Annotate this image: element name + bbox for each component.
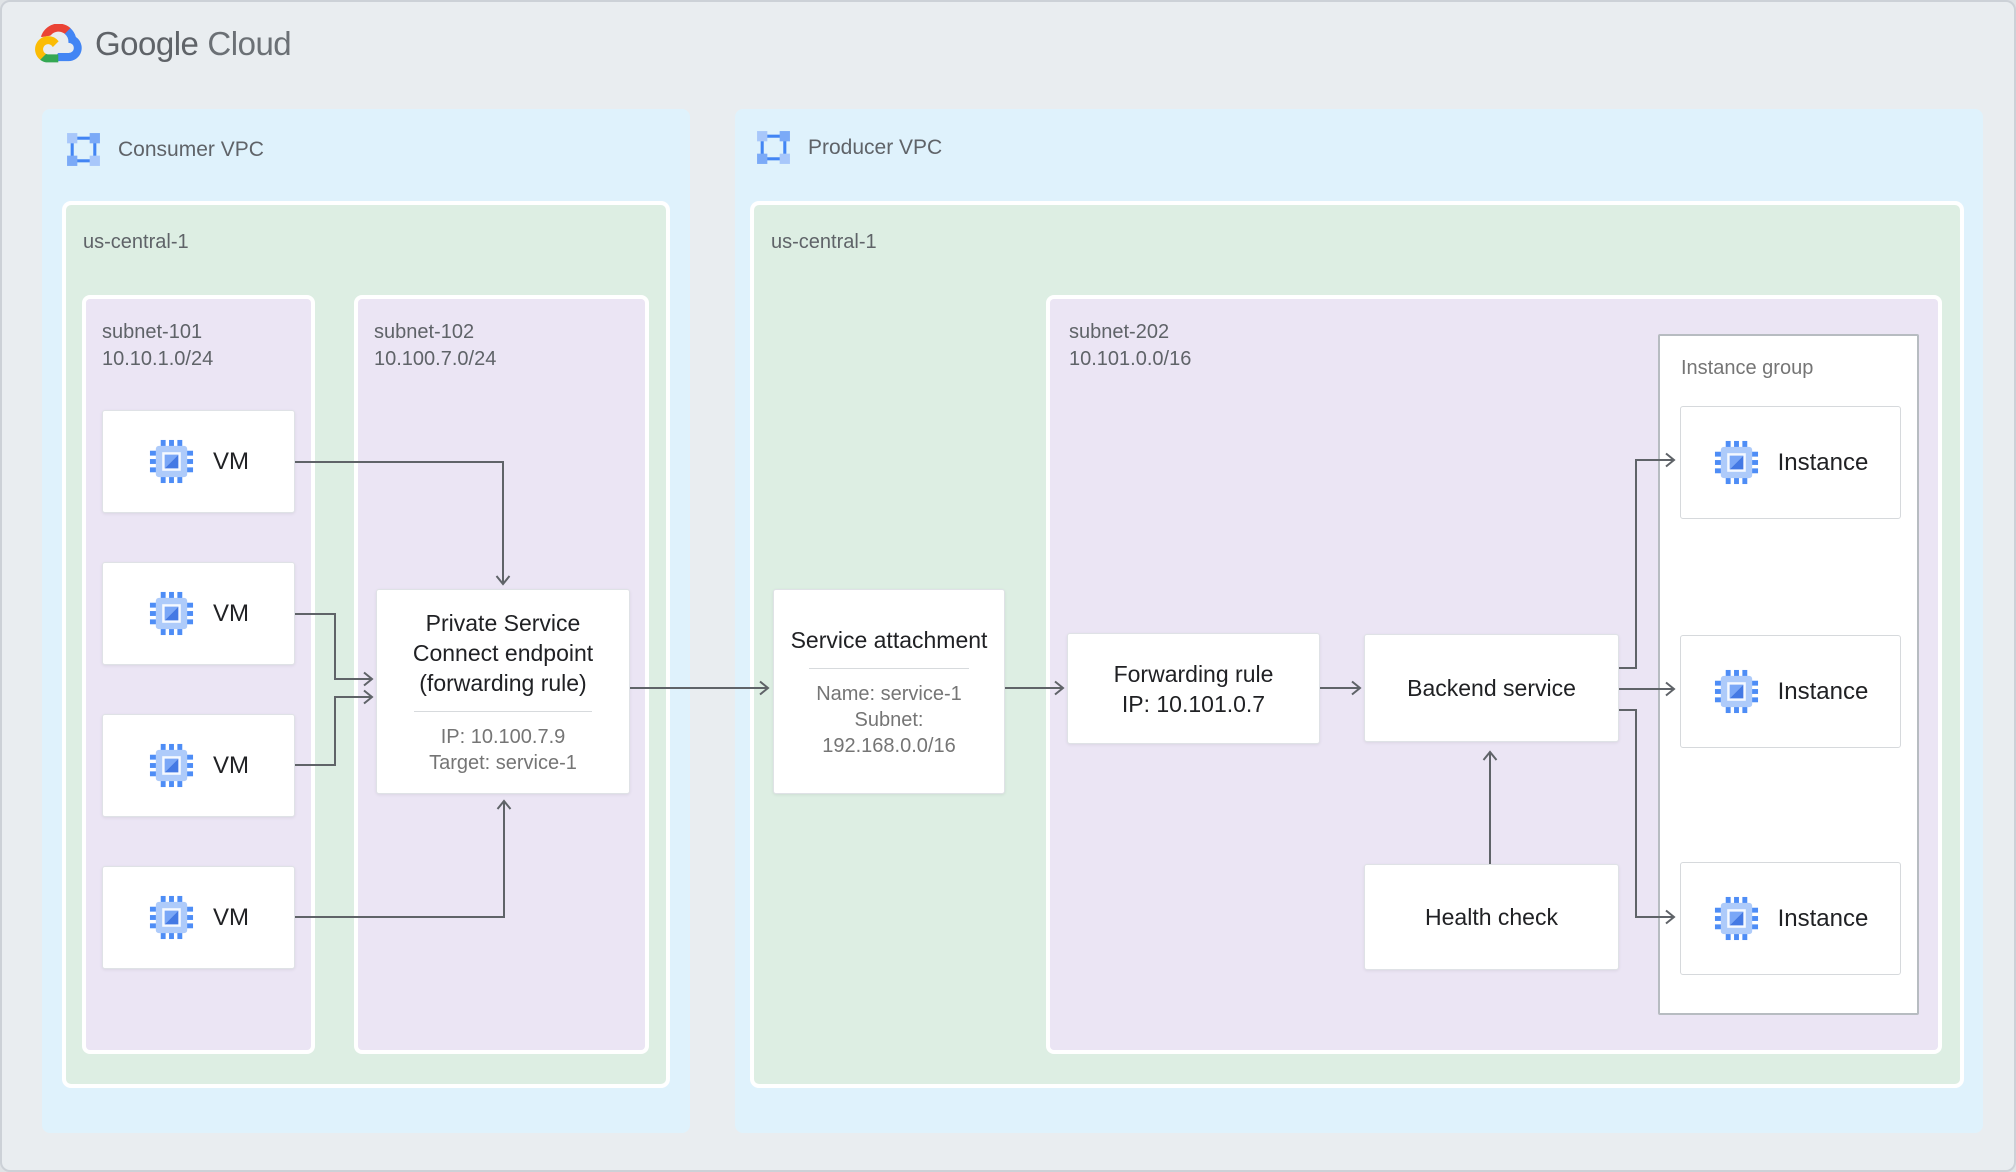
service-attachment-title: Service attachment [790, 626, 988, 653]
vm-label: VM [213, 751, 249, 779]
instance-label: Instance [1777, 448, 1869, 476]
vpc-icon [755, 129, 792, 166]
psc-endpoint-details: IP: 10.100.7.9 Target: service-1 [429, 724, 577, 776]
subnet-202-cidr: 10.101.0.0/16 [1069, 348, 1192, 370]
service-attachment-details: Name: service-1 Subnet: 192.168.0.0/16 [816, 681, 962, 759]
subnet-101-cidr: 10.10.1.0/24 [102, 348, 214, 370]
logo-word-google: Google [95, 24, 199, 62]
consumer-region-label: us-central-1 [83, 231, 189, 253]
subnet-102-name: subnet-102 [374, 321, 475, 343]
subnet-101-label: subnet-101 10.10.1.0/24 [102, 319, 213, 373]
instance-label: Instance [1777, 904, 1869, 932]
producer-region: us-central-1 Service attachment Name: se… [754, 205, 1960, 1084]
health-check-node: Health check [1364, 864, 1619, 970]
psc-endpoint-ip: IP: 10.100.7.9 [440, 725, 566, 748]
instance-node-3: Instance [1680, 862, 1901, 975]
vm-node-2: VM [102, 562, 295, 665]
forwarding-rule-ip: IP: 10.101.0.7 [1121, 690, 1266, 717]
consumer-vpc-label: Consumer VPC [118, 137, 264, 161]
consumer-vpc-header: Consumer VPC [65, 131, 264, 168]
backend-service-title: Backend service [1407, 675, 1576, 701]
vm-chip-icon [148, 742, 195, 789]
subnet-101: subnet-101 10.10.1.0/24 VM VM VM V [86, 299, 311, 1050]
subnet-102-label: subnet-102 10.100.7.0/24 [374, 319, 496, 373]
service-attachment-subnet-word: Subnet: [854, 708, 924, 731]
instance-node-2: Instance [1680, 635, 1901, 748]
service-attachment-subnet-cidr: 192.168.0.0/16 [822, 734, 956, 757]
vm-chip-icon [148, 894, 195, 941]
service-attachment-node: Service attachment Name: service-1 Subne… [773, 589, 1005, 794]
consumer-region: us-central-1 subnet-101 10.10.1.0/24 VM … [66, 205, 666, 1084]
divider [414, 710, 592, 712]
service-attachment-name: Name: service-1 [816, 682, 962, 705]
backend-service-node: Backend service [1364, 634, 1619, 742]
subnet-202-name: subnet-202 [1069, 321, 1170, 343]
psc-endpoint-title: Private Service Connect endpoint (forwar… [412, 609, 594, 696]
logo-word-cloud: Cloud [207, 24, 292, 62]
instance-group: Instance group Instance Instance Instanc… [1658, 334, 1919, 1015]
vm-label: VM [213, 447, 249, 475]
producer-vpc-label: Producer VPC [808, 135, 943, 159]
divider [808, 667, 970, 669]
vm-node-4: VM [102, 866, 295, 969]
instance-node-1: Instance [1680, 406, 1901, 519]
producer-vpc-header: Producer VPC [755, 129, 942, 166]
health-check-title: Health check [1425, 904, 1558, 930]
instance-group-label: Instance group [1681, 357, 1814, 379]
subnet-102-cidr: 10.100.7.0/24 [374, 348, 497, 370]
instance-chip-icon [1713, 895, 1760, 942]
vm-node-1: VM [102, 410, 295, 513]
google-cloud-logo-icon [35, 24, 82, 63]
vpc-icon [65, 131, 102, 168]
subnet-202: subnet-202 10.101.0.0/16 Forwarding rule… [1050, 299, 1938, 1050]
instance-chip-icon [1713, 439, 1760, 486]
vm-chip-icon [148, 590, 195, 637]
psc-endpoint-target: Target: service-1 [429, 751, 577, 774]
subnet-101-name: subnet-101 [102, 321, 203, 343]
producer-region-label: us-central-1 [771, 231, 877, 253]
instance-label: Instance [1777, 677, 1869, 705]
psc-endpoint-node: Private Service Connect endpoint (forwar… [376, 589, 630, 794]
producer-vpc: Producer VPC us-central-1 Service attach… [735, 109, 1983, 1133]
forwarding-rule-node: Forwarding rule IP: 10.101.0.7 [1067, 633, 1320, 744]
subnet-202-label: subnet-202 10.101.0.0/16 [1069, 319, 1191, 373]
vm-label: VM [213, 599, 249, 627]
instance-chip-icon [1713, 668, 1760, 715]
vm-chip-icon [148, 438, 195, 485]
forwarding-rule-title: Forwarding rule [1113, 660, 1274, 687]
vm-label: VM [213, 903, 249, 931]
vm-node-3: VM [102, 714, 295, 817]
consumer-vpc: Consumer VPC us-central-1 subnet-101 10.… [42, 109, 690, 1133]
subnet-102: subnet-102 10.100.7.0/24 Private Service… [358, 299, 645, 1050]
